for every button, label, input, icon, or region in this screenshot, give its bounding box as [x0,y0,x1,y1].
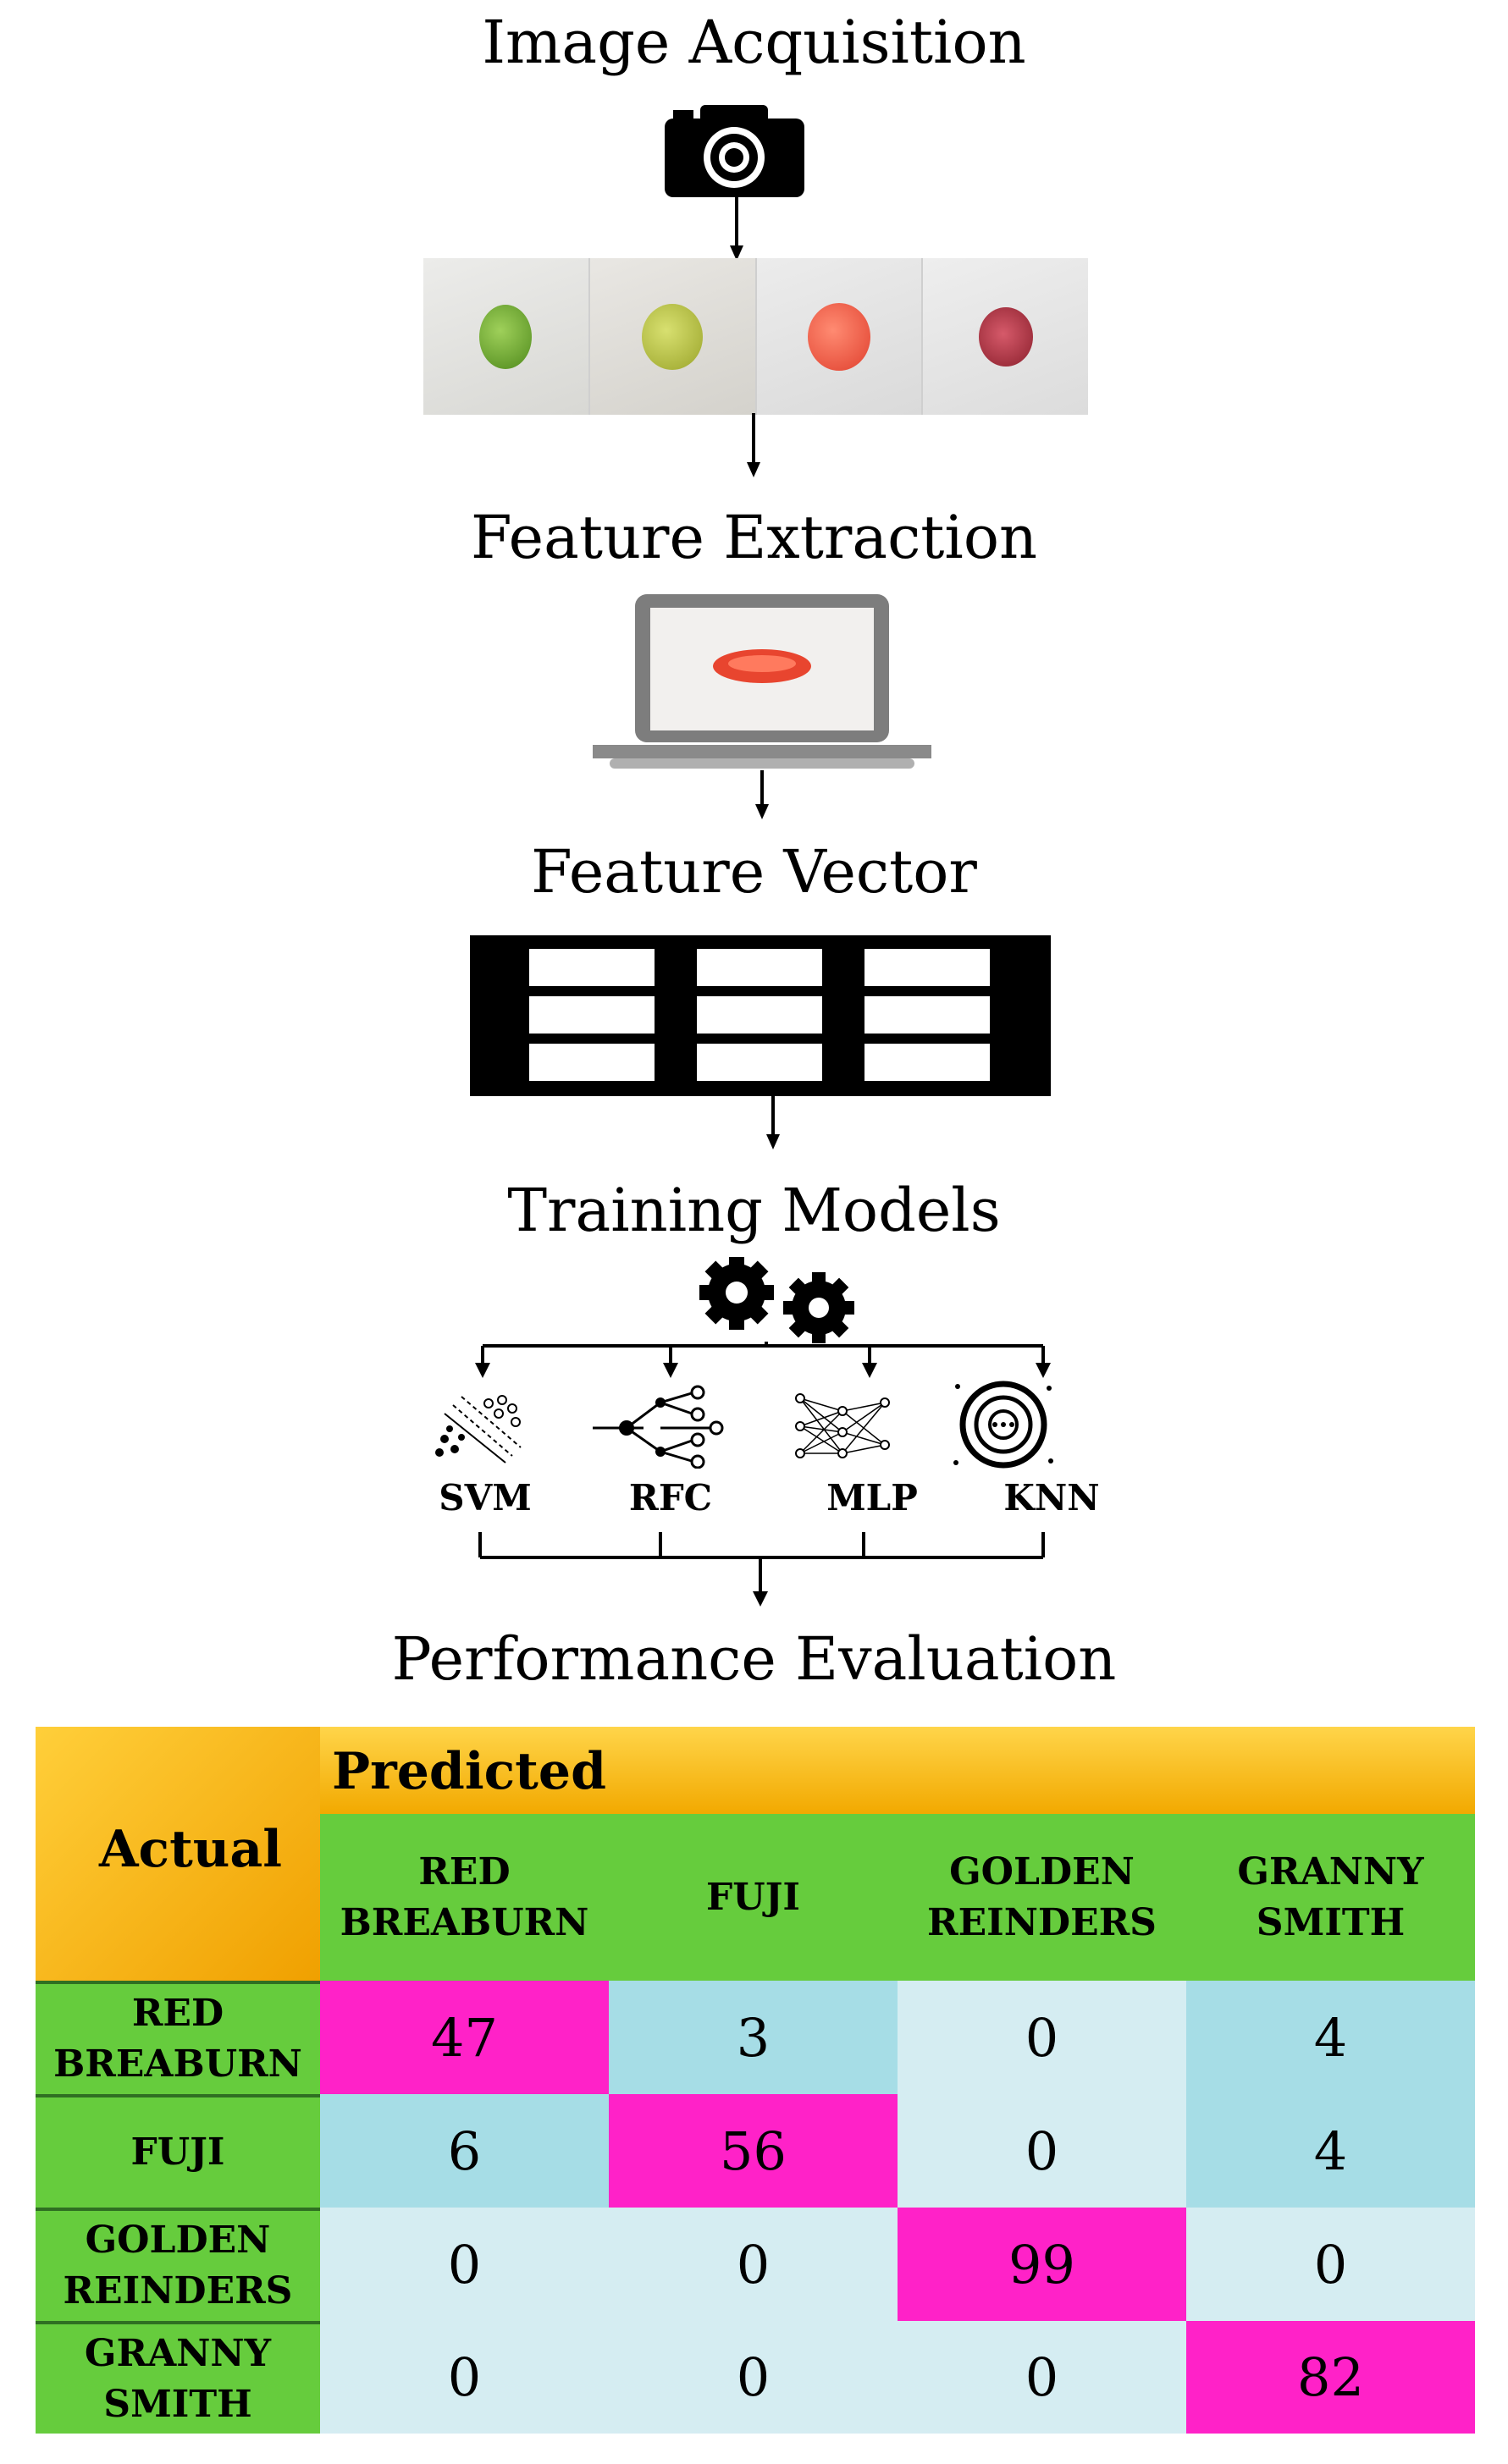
feature-table-icon [470,935,1051,1096]
laptop-icon [593,594,931,769]
apple-photo-red-breaburn [923,258,1088,415]
matrix-cell: 0 [320,2208,609,2321]
stage-title-acquisition: Image Acquisition [482,8,1026,77]
actual-corner [36,1727,320,1981]
matrix-cell: 3 [609,1981,898,2094]
model-label-svm: SVM [439,1477,532,1519]
matrix-cell: 6 [320,2094,609,2208]
arrow-camera-to-photos [730,196,743,261]
arrow-photos-to-extraction [747,413,760,477]
camera-icon [665,105,804,197]
row-header-fuji: FUJI [36,2094,320,2208]
actual-label: Actual [99,1820,283,1879]
model-label-rfc: RFC [628,1477,713,1519]
knn-icon [953,1381,1053,1469]
matrix-cell: 82 [1186,2321,1475,2434]
apple-photos [423,258,1088,415]
matrix-cell: 0 [609,2208,898,2321]
matrix-cell: 0 [898,1981,1186,2094]
rfc-icon [593,1385,724,1469]
matrix-cell: 0 [898,2094,1186,2208]
arrow-vector-to-training [766,1094,780,1149]
matrix-cell: 56 [609,2094,898,2208]
gears-icon [699,1257,854,1343]
stage-title-evaluation: Performance Evaluation [391,1624,1117,1694]
stage-title-training: Training Models [507,1176,1001,1245]
model-label-mlp: MLP [826,1477,918,1519]
column-header-fuji: FUJI [609,1814,898,1981]
matrix-cell: 4 [1186,2094,1475,2208]
arrow-extraction-to-vector [755,770,769,819]
matrix-cell: 47 [320,1981,609,2094]
matrix-cell: 0 [320,2321,609,2434]
apple-photo-fuji [756,258,924,415]
stage-title-vector: Feature Vector [531,837,977,907]
matrix-cell: 0 [1186,2208,1475,2321]
stage-title-extraction: Feature Extraction [470,503,1038,572]
apple-photo-granny-smith [423,258,590,415]
model-label-knn: KNN [1003,1477,1100,1519]
mlp-icon [795,1393,890,1458]
matrix-cell: 99 [898,2208,1186,2321]
matrix-cell: 0 [609,2321,898,2434]
svm-icon [435,1395,522,1464]
predicted-label: Predicted [332,1742,607,1801]
matrix-cell: 0 [898,2321,1186,2434]
apple-photo-golden-reinders [589,258,757,415]
matrix-cell: 4 [1186,1981,1475,2094]
model-branch-connectors [475,1342,1051,1607]
